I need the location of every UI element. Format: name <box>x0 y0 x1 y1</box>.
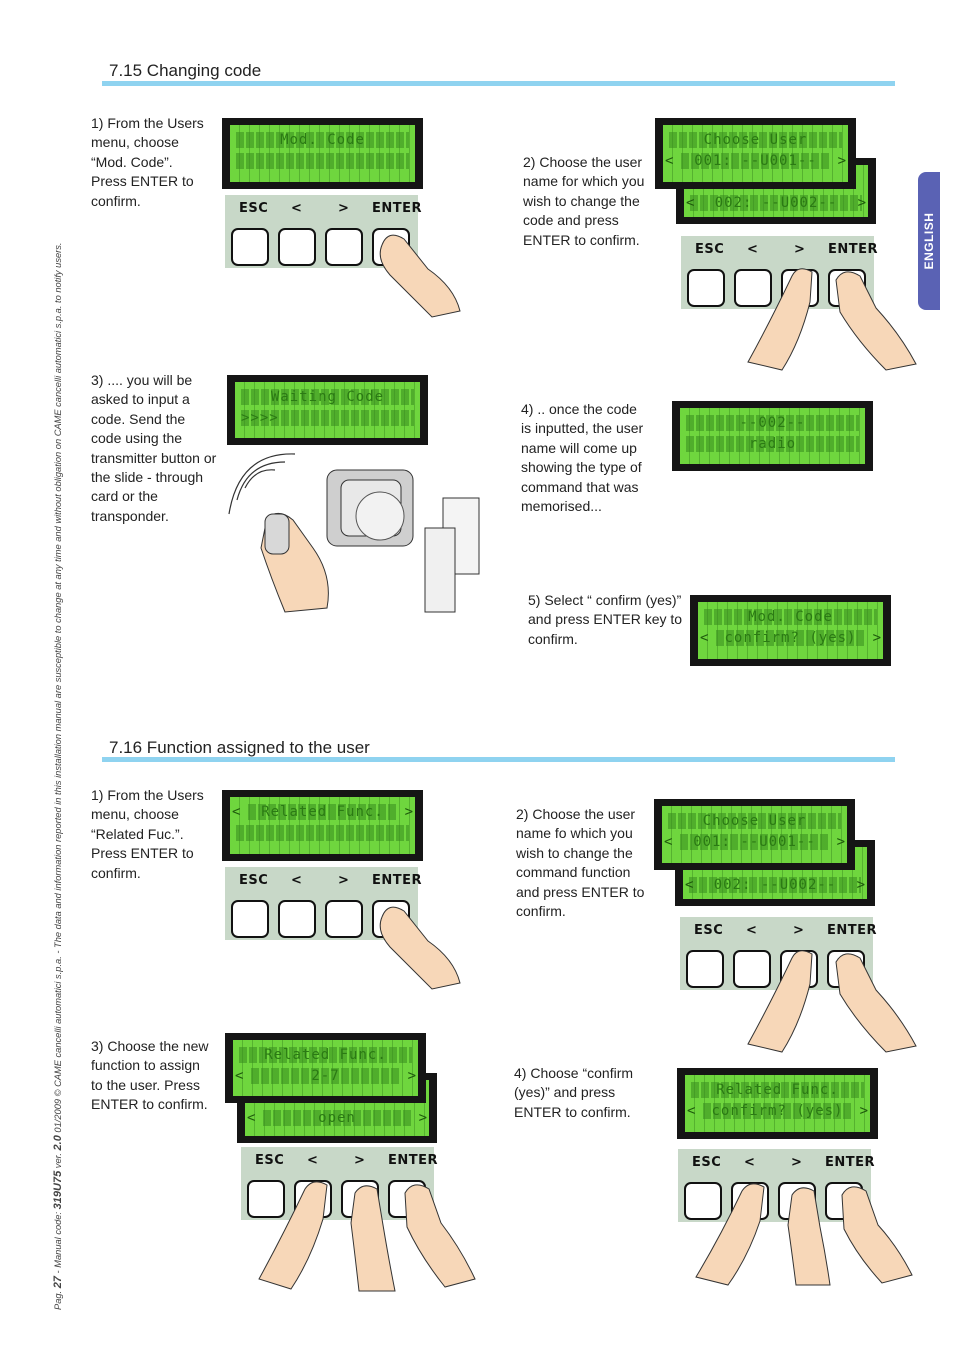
right-key[interactable] <box>325 228 363 266</box>
finger-press-icon <box>379 906 461 990</box>
step-text: 3) .... you will be asked to input a cod… <box>91 372 217 524</box>
esc-key[interactable] <box>247 1180 285 1218</box>
step-text: 5) Select “ confirm (yes)” and press ENT… <box>528 592 683 647</box>
page-footer: Pag. 27 - Manual code: 319U75 ver. 2.0 0… <box>52 242 64 1310</box>
lcd-display: Related Func.2-7 <> <box>225 1033 426 1103</box>
right-key[interactable] <box>325 900 363 938</box>
lcd-display: Related Func. <> <box>222 790 423 861</box>
left-key[interactable] <box>733 950 771 988</box>
transmitter-card-reader-icon <box>228 453 480 613</box>
left-key[interactable] <box>278 900 316 938</box>
step-text: 1) From the Users menu, choose “Related … <box>91 787 204 881</box>
step-text: 4) Choose “confirm (yes)” and press ENTE… <box>514 1065 634 1120</box>
section-title-changing-code: 7.15 Changing code <box>109 61 262 80</box>
keypad: ESC< >ENTER <box>241 1147 438 1220</box>
fingers-press-icon <box>695 1183 913 1286</box>
fingers-press-icon <box>258 1181 476 1292</box>
lcd-display: Waiting Code>>>> <box>227 375 428 445</box>
step-text: 3) Choose the new function to assign to … <box>91 1038 209 1113</box>
section-divider <box>102 757 895 762</box>
lcd-display: Mod. Code <box>222 118 423 189</box>
section-divider <box>102 81 895 86</box>
esc-key[interactable] <box>231 900 269 938</box>
step-text: 4) .. once the code is inputted, the use… <box>521 401 644 515</box>
esc-key[interactable] <box>687 269 725 307</box>
step-text: 1) From the Users menu, choose “Mod. Cod… <box>91 115 204 209</box>
fingers-press-icon <box>747 268 917 371</box>
left-key[interactable] <box>734 269 772 307</box>
finger-press-icon <box>379 234 461 318</box>
language-tab: ENGLISH <box>918 172 940 310</box>
lcd-display: Related Func.confirm? (yes) <> <box>677 1068 878 1139</box>
section-title-function-assigned: 7.16 Function assigned to the user <box>109 738 370 757</box>
esc-key[interactable] <box>686 950 724 988</box>
esc-key[interactable] <box>684 1182 722 1220</box>
fingers-press-icon <box>747 950 917 1053</box>
step-text: 2) Choose the user name fo which you wis… <box>516 806 645 920</box>
lcd-display: --002--radio <box>672 401 873 471</box>
step-text: 2) Choose the user name for which you wi… <box>523 154 645 248</box>
esc-key[interactable] <box>231 228 269 266</box>
left-key[interactable] <box>278 228 316 266</box>
